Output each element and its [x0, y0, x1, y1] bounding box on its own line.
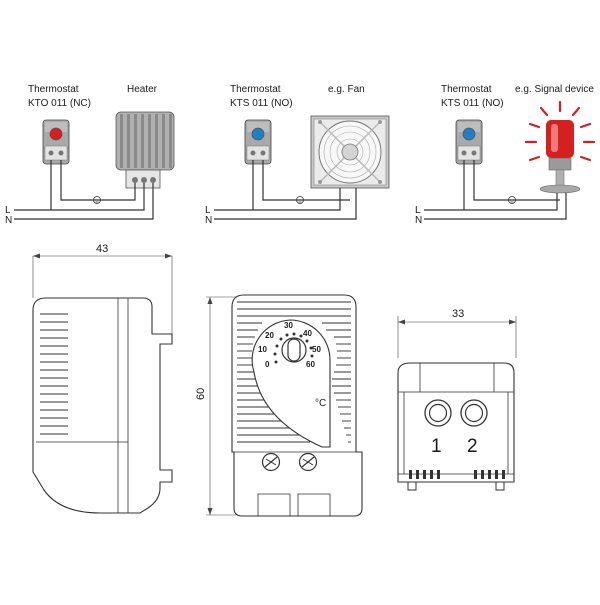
front-view: 60: [195, 294, 363, 517]
heater-icon: [115, 111, 175, 189]
signal-lamp-icon: [524, 100, 596, 194]
dial-label-0: 0: [265, 360, 270, 369]
thermostat-icon-2: [244, 119, 272, 165]
bottom-vents: [409, 470, 505, 479]
neutral-label-1: N: [5, 215, 12, 226]
terminal-label-1: 1: [431, 436, 442, 457]
depth-dimension: 43: [96, 243, 108, 255]
terminal-view: 33 1 2: [397, 308, 517, 491]
thermostat-icon-3: [455, 119, 483, 165]
blue-knob-icon: [462, 127, 476, 141]
unit-label: °C: [315, 398, 326, 409]
neutral-label-3: N: [415, 215, 422, 226]
thermostat-icon-1: [42, 119, 70, 165]
dial-label-30: 30: [284, 321, 293, 330]
dial-label-20: 20: [265, 331, 274, 340]
line-label-2: L: [205, 205, 211, 216]
fan-label: e.g. Fan: [328, 84, 365, 95]
terminal-label-2: 2: [467, 436, 478, 457]
height-dimension: 60: [195, 388, 207, 400]
thermostat-model-1: KTO 011 (NC): [28, 98, 91, 109]
width-dimension: 33: [452, 308, 464, 320]
line-label-1: L: [5, 205, 11, 216]
dial-label-60: 60: [306, 360, 315, 369]
thermostat-title-1: Thermostat: [28, 84, 79, 95]
screw-terminals-front: [261, 452, 318, 472]
terminal-screw-1: [424, 399, 452, 427]
terminal-screw-2: [460, 399, 488, 427]
fan-icon: [310, 115, 390, 189]
wiring-group-fan: Thermostat KTS 011 (NO) e.g. Fan: [205, 84, 390, 226]
blue-knob-icon: [251, 127, 265, 141]
thermostat-model-3: KTS 011 (NO): [441, 98, 504, 109]
signal-device-label: e.g. Signal device: [515, 84, 594, 95]
dial-label-50: 50: [312, 345, 321, 354]
neutral-label-2: N: [205, 215, 212, 226]
dial-panel: [251, 319, 331, 448]
thermostat-model-2: KTS 011 (NO): [230, 98, 293, 109]
wiring-group-heater: Thermostat KTO 011 (NC) Heater: [5, 84, 175, 226]
heater-label: Heater: [127, 84, 158, 95]
knob-grip: [287, 338, 301, 362]
dial-label-10: 10: [258, 345, 267, 354]
dial-label-40: 40: [303, 329, 312, 338]
dial-scale-ticks: [273, 332, 314, 364]
thermostat-title-3: Thermostat: [441, 84, 492, 95]
line-label-3: L: [415, 205, 421, 216]
red-knob-icon: [49, 127, 63, 141]
thermostat-title-2: Thermostat: [230, 84, 281, 95]
wiring-group-signal: Thermostat KTS 011 (NO) e.g. Signal devi…: [415, 84, 596, 226]
side-view: 43: [32, 243, 173, 514]
